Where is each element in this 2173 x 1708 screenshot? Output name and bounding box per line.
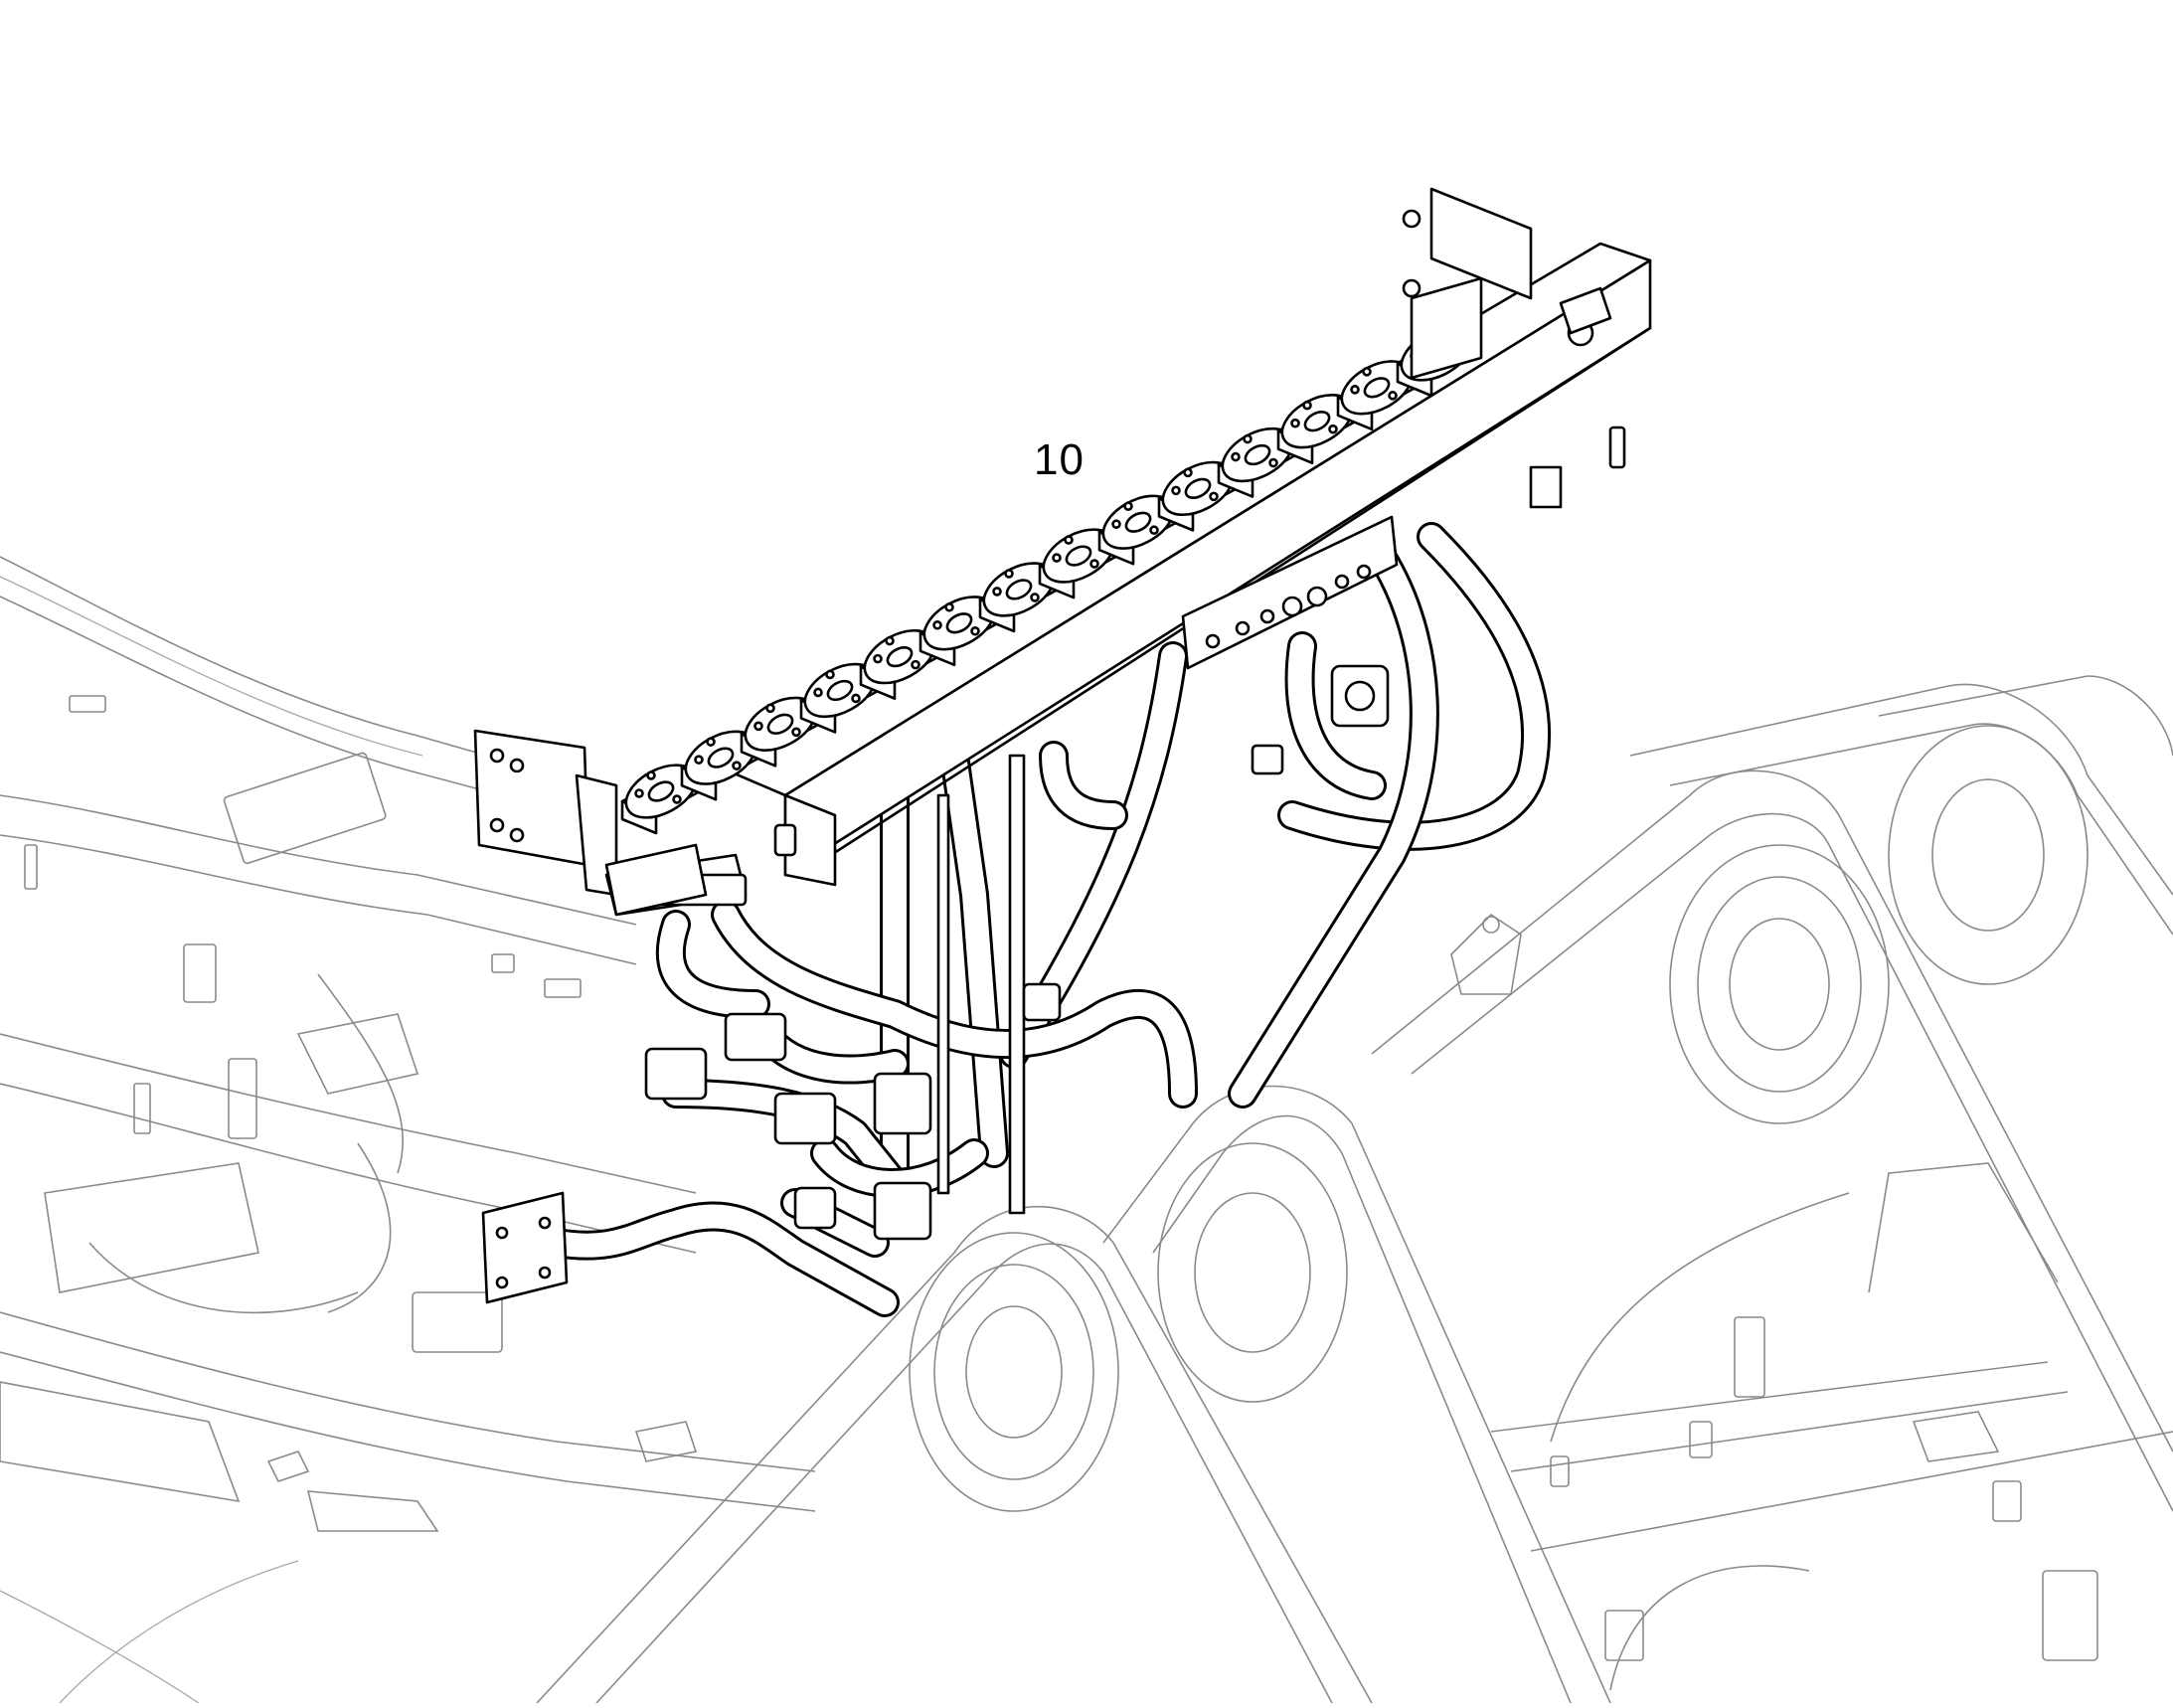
valve-block [1217,427,1298,498]
pivot-ring-4 [1888,725,2089,985]
hydraulic-manifold-assembly [473,187,1652,1317]
callout-label-10[interactable]: 10 [1034,435,1085,484]
valve-block [1038,528,1119,599]
pivot-ring-1 [909,1232,1119,1512]
valve-block [1276,394,1358,464]
valve-block [680,730,761,801]
valve-block [1157,460,1239,532]
machine-frame-background [0,556,2173,1704]
valve-blocks [620,326,1477,835]
inlet-plate [481,1191,569,1304]
pipe-flanges [644,664,1390,1241]
pivot-ring-3 [1669,844,1890,1124]
right-end-bracket [1429,187,1533,300]
valve-block [919,596,1000,667]
pivot-ring-2 [1157,1142,1348,1403]
valve-block [1336,360,1418,431]
